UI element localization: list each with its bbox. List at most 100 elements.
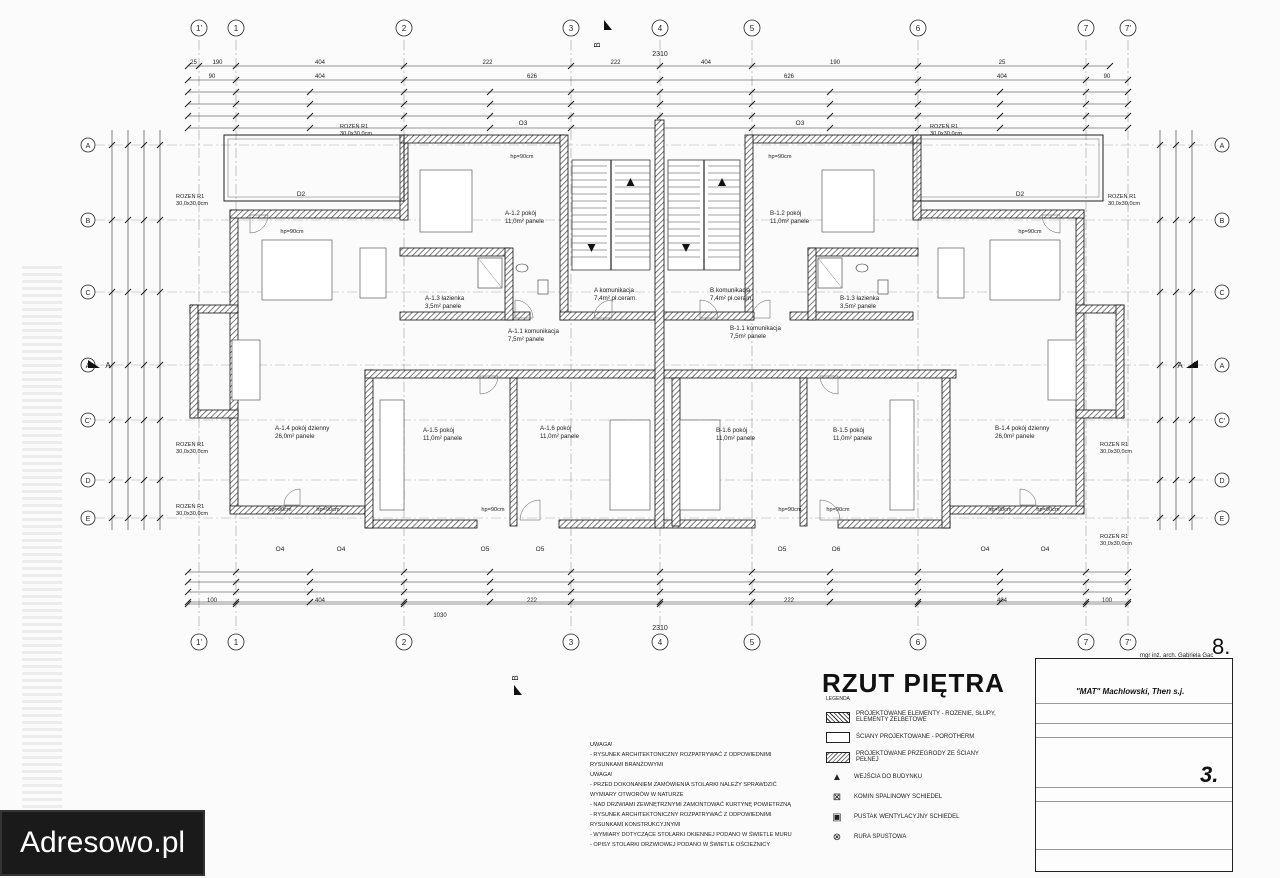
dimension-tick [1156, 476, 1164, 484]
wall [399, 134, 566, 144]
axis-label: B [86, 218, 91, 225]
dimension-tick [1082, 124, 1090, 132]
opening-tag: D2 [297, 191, 306, 198]
dimension-total: 2310 [652, 51, 668, 58]
room-area: 7,4m² pł.ceram. [710, 295, 753, 302]
parapet-height: hp=90cm [481, 507, 505, 513]
dimension-tick [486, 578, 494, 586]
axis-bubble [909, 19, 927, 37]
dimension-tick [232, 588, 240, 596]
door-swing [819, 499, 841, 521]
dimension-tick [826, 568, 834, 576]
watermark-text: Adresowo.pl [19, 826, 186, 859]
toilet [537, 279, 549, 295]
room-area: 26,0m² panele [275, 433, 315, 440]
dimension-tick [1082, 578, 1090, 586]
dimension-tick [184, 598, 192, 606]
room-area: 3,5m² panele [425, 303, 462, 310]
dimension-tick [195, 62, 203, 70]
wall [749, 134, 922, 144]
dimension-tick [656, 568, 664, 576]
wall [663, 311, 755, 321]
section-arrow [514, 685, 522, 695]
door-swing [283, 488, 301, 506]
opening-tag: O5 [481, 546, 490, 553]
hatch-swatch [826, 711, 850, 723]
dimension-tick [567, 100, 575, 108]
dimension-tick [156, 361, 164, 369]
dimension-tick [1124, 568, 1132, 576]
door-swing [519, 499, 541, 521]
dimension-tick [108, 476, 116, 484]
dimension-tick [486, 124, 494, 132]
dimension-value: 25 [999, 60, 1006, 66]
door-swing [751, 299, 771, 319]
dimension-tick [914, 100, 922, 108]
beam-size: 30,0x30,0cm [930, 131, 962, 137]
parapet-height: hp=90cm [768, 154, 792, 160]
beam-label: ROZEŃ R1 [340, 123, 368, 130]
axis-bubble [80, 510, 96, 526]
legend-item: ⊠KOMIN SPALINOWY SCHIEDEL [826, 787, 996, 807]
axis-label: C [1219, 290, 1224, 297]
stair-arrow [718, 178, 726, 186]
door-swing [699, 299, 719, 319]
axis-bubble [80, 137, 96, 153]
sheet-number: 8. [1212, 634, 1231, 659]
room-area: 11,0m² panele [540, 433, 580, 440]
wall [229, 209, 406, 219]
dimension-tick [748, 88, 756, 96]
axis-label: E [86, 516, 91, 523]
opening-tag: O4 [981, 546, 990, 553]
axis-label: 7' [1125, 24, 1131, 33]
axis-label: 7 [1084, 638, 1089, 647]
dimension-tick [184, 124, 192, 132]
dimension-tick [184, 88, 192, 96]
dimension-tick [1172, 514, 1180, 522]
axis-label: 1 [234, 638, 239, 647]
dimension-tick [400, 598, 408, 606]
wall [1075, 209, 1085, 511]
axis-bubble [909, 633, 927, 651]
chimney-icon: ⊠ [832, 791, 842, 803]
axis-bubble [190, 633, 208, 651]
dimension-total: 2310 [652, 625, 668, 632]
dimension-tick [232, 598, 240, 606]
dimension-tick [486, 100, 494, 108]
dimension-tick [914, 62, 922, 70]
dimension-tick [826, 88, 834, 96]
dimension-tick [306, 578, 314, 586]
dimension-tick [140, 288, 148, 296]
room-area: 7,5m² panele [508, 336, 545, 343]
parapet-height: hp=90cm [1018, 229, 1042, 235]
dimension-tick [232, 88, 240, 96]
architect-name: mgr inż. arch. Gabriela Gac [1140, 653, 1214, 659]
dimension-tick [184, 62, 192, 70]
dimension-tick [108, 216, 116, 224]
room-area: 7,4m² pł.ceram. [594, 295, 637, 302]
beam-size: 30,0x30,0cm [1100, 541, 1132, 547]
dimension-tick [1188, 476, 1196, 484]
dimension-tick [306, 100, 314, 108]
wall [509, 377, 518, 527]
dimension-tick [1082, 100, 1090, 108]
dimension-value: 190 [830, 60, 841, 66]
legend-item: ▣PUSTAK WENTYLACYJNY SCHIEDEL [826, 807, 996, 827]
beam-size: 30,0x30,0cm [176, 449, 208, 455]
axis-bubble [1214, 412, 1230, 428]
dimension-tick [156, 288, 164, 296]
dimension-tick [1156, 141, 1164, 149]
fixtures [231, 159, 1225, 848]
axis-bubble [743, 633, 761, 651]
dimension-tick [1188, 361, 1196, 369]
dimension-tick [914, 588, 922, 596]
opening-tag: O3 [796, 120, 805, 127]
cabinet [937, 247, 965, 299]
dimension-tick [1124, 88, 1132, 96]
wall [399, 247, 511, 257]
dimension-tick [656, 112, 664, 120]
dimension-tick [1106, 62, 1114, 70]
room-area: 11,0m² panele [505, 218, 545, 225]
dimension-tick [1172, 476, 1180, 484]
notes: UWAGA! - RYSUNEK ARCHITEKTONICZNY ROZPAT… [590, 742, 792, 848]
